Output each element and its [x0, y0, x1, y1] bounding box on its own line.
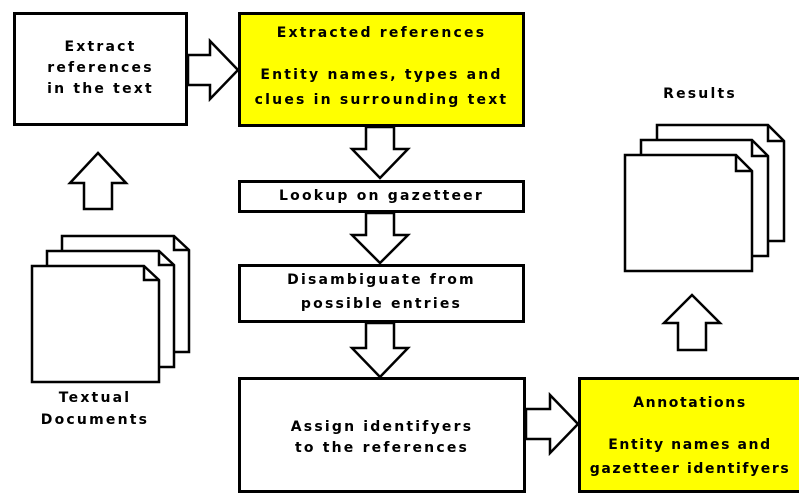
document-sheet-front [30, 264, 161, 384]
arrow-documents-to-extract [67, 151, 129, 211]
annotations-title: Annotations [633, 395, 747, 411]
arrow-extracted-to-lookup [349, 125, 411, 180]
lookup-gazetteer-label: Lookup on gazetteer [279, 188, 484, 204]
extract-line-2: references [47, 60, 154, 76]
result-sheet-front [623, 153, 754, 273]
extracted-references-box: Extracted references Entity names, types… [238, 12, 525, 127]
extract-line-1: Extract [64, 39, 137, 55]
arrow-lookup-to-disambiguate [348, 211, 412, 265]
extract-references-box: Extract references in the text [13, 12, 188, 126]
arrow-extract-to-extracted [186, 37, 240, 103]
extracted-references-body-line-1: Entity names, types and [260, 67, 503, 83]
arrow-disambiguate-to-assign [349, 321, 411, 379]
arrow-annotations-to-results [660, 293, 724, 352]
extracted-references-title: Extracted references [276, 25, 487, 41]
disambiguate-line-1: Disambiguate from [287, 272, 476, 288]
annotations-box: Annotations Entity names and gazetteer i… [578, 377, 799, 493]
assign-line-2: to the references [294, 440, 470, 456]
textual-documents-line-2: Documents [40, 412, 150, 428]
lookup-gazetteer-box: Lookup on gazetteer [238, 180, 525, 213]
annotations-body-line-1: Entity names and [608, 437, 772, 453]
assign-line-1: Assign identifyers [290, 419, 474, 435]
results-label: Results [663, 86, 737, 102]
extracted-references-body-line-2: clues in surrounding text [254, 92, 509, 108]
assign-identifyers-box: Assign identifyers to the references [238, 377, 526, 493]
textual-documents-label: Textual Documents [20, 387, 170, 431]
arrow-assign-to-annotations [524, 391, 580, 457]
disambiguate-line-2: possible entries [300, 296, 463, 312]
textual-documents-line-1: Textual [58, 390, 132, 406]
annotations-body-line-2: gazetteer identifyers [589, 461, 791, 477]
disambiguate-box: Disambiguate from possible entries [238, 264, 525, 323]
extract-line-3: in the text [47, 81, 154, 97]
